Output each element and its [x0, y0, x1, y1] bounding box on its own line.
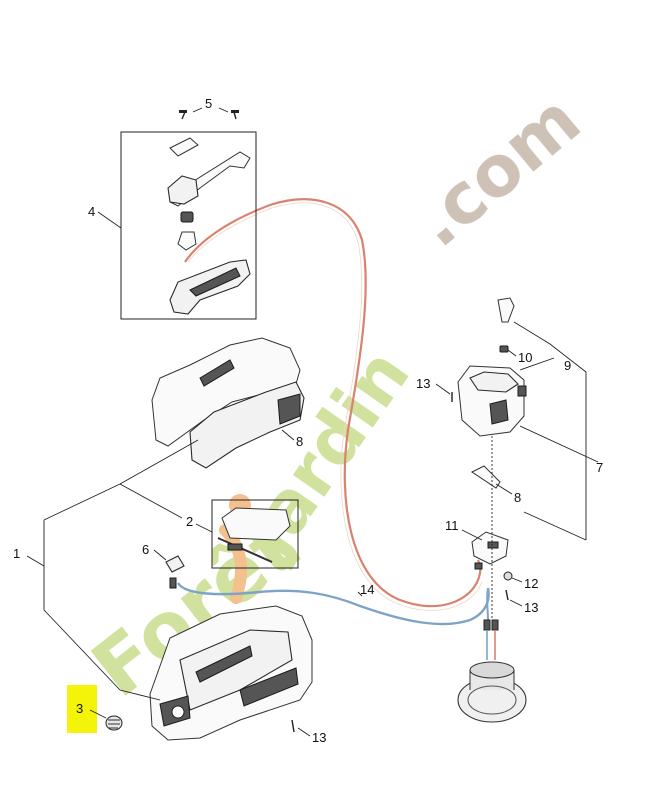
callout-8-right: 8 — [514, 490, 521, 505]
screw-item-5-right — [231, 110, 239, 120]
callout-12: 12 — [524, 576, 538, 591]
cable-red — [184, 198, 482, 608]
motor-part — [457, 661, 527, 723]
connector-item-6-plug — [169, 577, 177, 589]
switch-module-button — [487, 541, 499, 549]
knob-part — [180, 211, 194, 223]
callout-13-top: 13 — [416, 376, 430, 391]
screw-item-13-bottom — [291, 719, 295, 733]
highlight-box-item-3 — [67, 685, 97, 733]
leader-5-left — [192, 107, 203, 113]
callout-3: 3 — [76, 701, 83, 716]
callout-6: 6 — [142, 542, 149, 557]
callout-13-mid: 13 — [524, 600, 538, 615]
small-nut-item-10 — [499, 345, 509, 353]
connector-red — [474, 562, 483, 570]
callout-8-upper: 8 — [296, 434, 303, 449]
leader-5-right — [218, 107, 229, 113]
switch-wire — [217, 537, 273, 563]
callout-9: 9 — [564, 358, 571, 373]
cable-red-inner — [187, 202, 483, 611]
connector-item-6 — [165, 555, 185, 573]
handle-cover-part — [167, 175, 199, 205]
base-housing-item-1 — [149, 605, 313, 741]
callout-5: 5 — [205, 96, 212, 111]
housing-item-7 — [457, 365, 527, 437]
switch-part — [177, 231, 197, 251]
bracket-item-8-right — [471, 465, 501, 489]
switch-connector — [227, 543, 243, 551]
callout-11: 11 — [445, 518, 459, 533]
handle-clip-part — [169, 137, 199, 157]
callout-13-bottom: 13 — [312, 730, 326, 745]
base-outlet-hole — [171, 705, 185, 719]
callout-10: 10 — [518, 350, 532, 365]
callout-2: 2 — [186, 514, 193, 529]
callout-14: 14 — [360, 582, 374, 597]
leader-lines — [26, 211, 599, 737]
switch-box-part — [221, 507, 291, 541]
screw-item-13-mid — [505, 589, 509, 601]
washer-item-12 — [503, 571, 513, 581]
watermark-dotcom: .com — [398, 79, 596, 263]
screw-item-5-left — [179, 110, 187, 120]
group-4-frame — [120, 131, 257, 320]
handle-lower-grip — [189, 267, 241, 297]
upper-housing-item-8 — [151, 337, 305, 469]
motor-connectors — [483, 619, 499, 660]
group-2-frame — [211, 499, 299, 569]
cable-blue-lower — [486, 587, 489, 621]
cable-blue — [176, 582, 490, 626]
filter-clip-part — [497, 297, 515, 323]
badge-item-3 — [105, 715, 123, 731]
callout-7: 7 — [596, 460, 603, 475]
callout-1: 1 — [13, 546, 20, 561]
callout-4: 4 — [88, 204, 95, 219]
